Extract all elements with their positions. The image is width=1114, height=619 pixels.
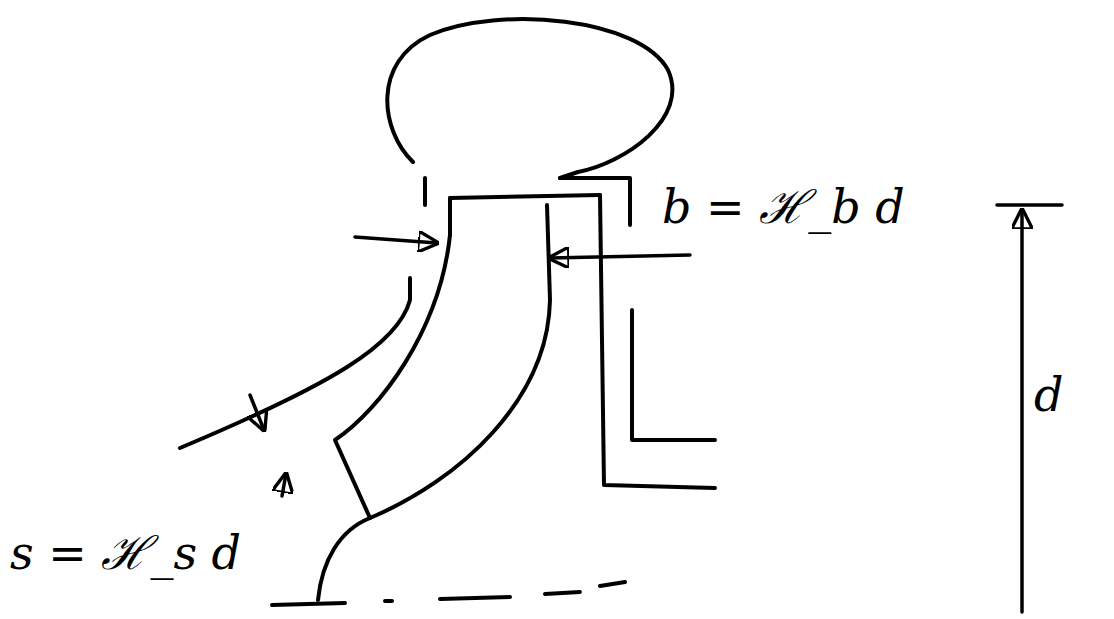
volute-outline bbox=[387, 19, 672, 178]
center-line bbox=[272, 582, 625, 605]
hub-line bbox=[318, 205, 550, 600]
dimension-label: b = ℋ_b d bbox=[662, 182, 905, 233]
outlet-wall bbox=[632, 310, 715, 440]
dimension-label: d bbox=[1034, 370, 1063, 421]
outlet-wall bbox=[600, 195, 715, 488]
dimension-arrow bbox=[282, 474, 286, 496]
dimension-tick bbox=[997, 203, 1062, 207]
dimension-arrow bbox=[250, 395, 264, 430]
dimension-arrow bbox=[355, 237, 437, 243]
channel-top bbox=[450, 195, 600, 198]
casing-step bbox=[560, 178, 630, 225]
dimension-line bbox=[1020, 210, 1024, 612]
shroud-line bbox=[180, 278, 410, 448]
dimension-label: s = ℋ_s d bbox=[10, 528, 241, 579]
channel-wall bbox=[335, 198, 450, 518]
casing-mark bbox=[423, 178, 427, 205]
dimension-arrow bbox=[550, 255, 690, 258]
